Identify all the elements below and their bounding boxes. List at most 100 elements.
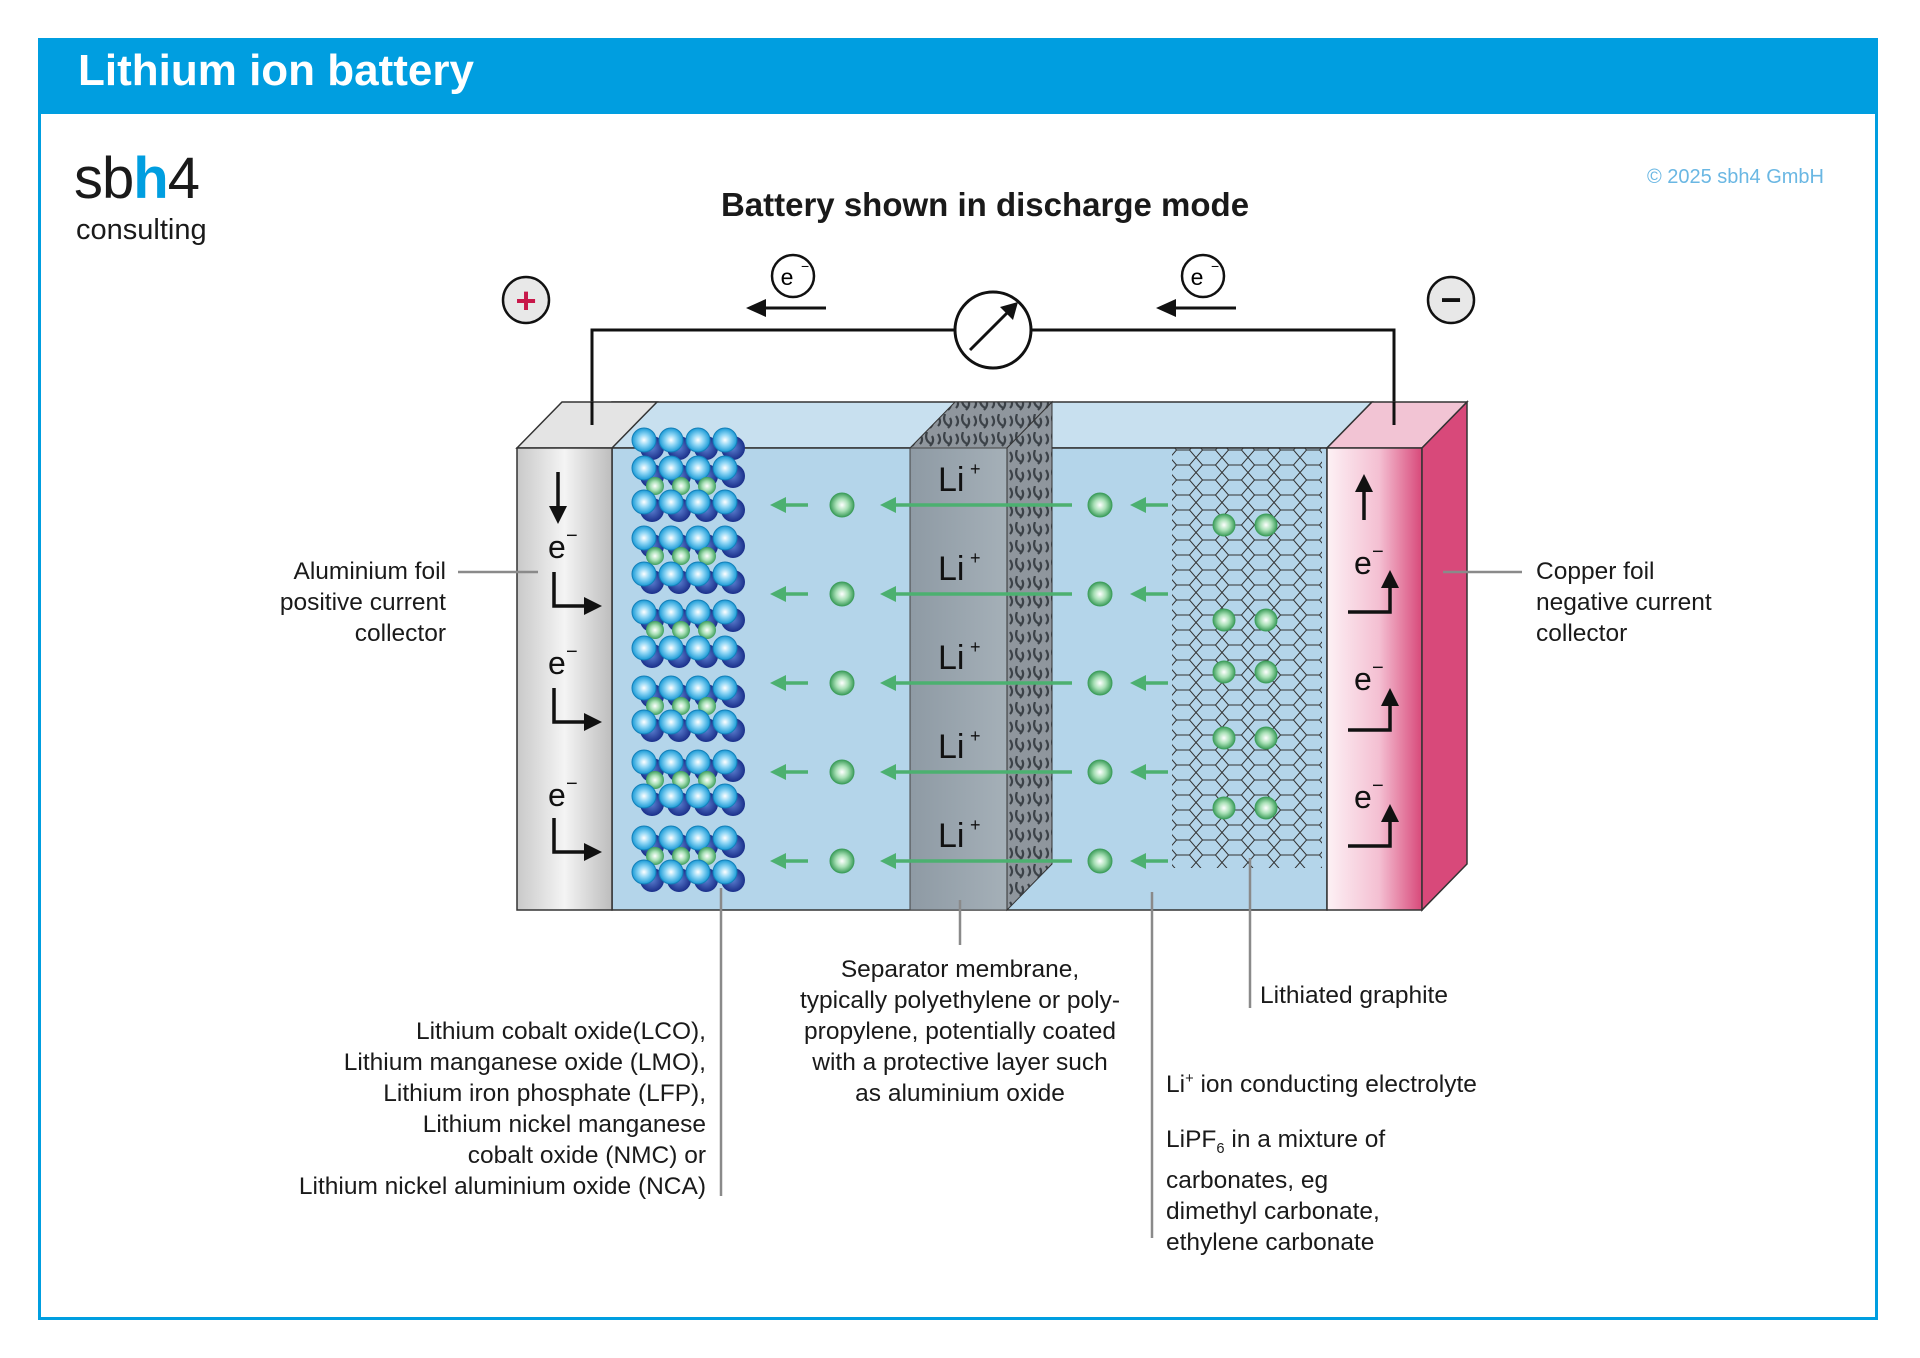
electron-label-sup: − [1372, 657, 1384, 679]
electron-label-sup: − [566, 773, 578, 795]
electron-l-arrow [1348, 818, 1392, 848]
li-ion-arrowhead [880, 586, 896, 602]
cathode-atom [685, 599, 711, 625]
cathode-atom [631, 455, 657, 481]
aluminium-foil [516, 447, 613, 911]
page-title: Lithium ion battery [78, 46, 474, 95]
li-ion-arrowhead [880, 764, 896, 780]
cathode-atom [712, 859, 738, 885]
cathode-atom [631, 489, 657, 515]
lithiated-graphite [1172, 448, 1322, 868]
cathode-atom [631, 599, 657, 625]
cathode-atom [658, 561, 684, 587]
li-ion-arrowhead [880, 853, 896, 869]
cathode-atom [685, 749, 711, 775]
li-ion [1087, 581, 1113, 607]
cathode-atom [712, 635, 738, 661]
label-separator: Separator membrane, typically polyethyle… [799, 956, 1121, 1107]
electron-label: e [1354, 545, 1372, 581]
electron-label: e [1354, 661, 1372, 697]
cathode-atom [712, 783, 738, 809]
cathode-material [631, 427, 745, 892]
intercalated-li-ion [646, 477, 664, 495]
li-ion-arrowhead [1130, 764, 1146, 780]
cathode-atom [685, 635, 711, 661]
li-ion [829, 759, 855, 785]
li-ion-arrowhead [770, 586, 786, 602]
li-ion-label-sup: + [970, 637, 981, 657]
cathode-atom [658, 783, 684, 809]
cathode-atom [658, 635, 684, 661]
graphite-li-ion [1212, 796, 1236, 820]
cathode-atom [712, 427, 738, 453]
intercalated-li-ion [672, 697, 690, 715]
cathode-atom [631, 783, 657, 809]
cathode-atom [712, 455, 738, 481]
meter-icon [953, 290, 1033, 370]
intercalated-li-ion [698, 621, 716, 639]
copper-foil-side [1421, 400, 1468, 912]
cathode-atom [631, 709, 657, 735]
graphite-li-ion [1212, 660, 1236, 684]
electron-label-sup: − [1372, 541, 1384, 563]
intercalated-li-ion [672, 477, 690, 495]
li-ion [1087, 670, 1113, 696]
copper-foil [1326, 447, 1423, 911]
cathode-atom [658, 825, 684, 851]
cathode-atom [712, 489, 738, 515]
li-ion-label: Li [938, 550, 964, 588]
electron-label: e [1354, 779, 1372, 815]
intercalated-li-ion [646, 771, 664, 789]
graphite-li-ion [1212, 726, 1236, 750]
cathode-atom [658, 427, 684, 453]
li-ion-label: Li [938, 728, 964, 766]
cathode-atom [631, 635, 657, 661]
label-cathode-materials: Lithium cobalt oxide(LCO), Lithium manga… [298, 1018, 706, 1200]
li-ion [829, 581, 855, 607]
electron-label: e [548, 777, 566, 813]
li-ion-label-sup: + [970, 548, 981, 568]
li-ion-arrowhead [1130, 675, 1146, 691]
cathode-atom [658, 489, 684, 515]
electron-l-arrow [552, 688, 588, 724]
cathode-atom [712, 561, 738, 587]
cathode-atom [685, 455, 711, 481]
electrolyte-title: Li+ ion conducting electrolyte [1166, 1071, 1477, 1099]
intercalated-li-ion [672, 847, 690, 865]
electron-label: e [548, 645, 566, 681]
cathode-atom [631, 859, 657, 885]
electron-label-sup: − [566, 525, 578, 547]
intercalated-li-ion [646, 697, 664, 715]
electron-arrow-right: e − [1156, 253, 1236, 317]
cathode-atom [712, 749, 738, 775]
cathode-atom [712, 709, 738, 735]
cathode-atom [685, 825, 711, 851]
separator-membrane [909, 447, 1008, 911]
electron-label: e [1191, 264, 1204, 290]
cathode-atom [685, 709, 711, 735]
li-ion-arrowhead [1130, 586, 1146, 602]
electron-l-arrow [552, 818, 588, 854]
graphite-li-ion [1212, 513, 1236, 537]
cathode-atom [685, 783, 711, 809]
electron-label-sup: − [1372, 775, 1384, 797]
li-ion-arrowhead [1130, 497, 1146, 513]
cathode-atom [658, 675, 684, 701]
electrolyte-formula: LiPF6 in a mixture of [1166, 1126, 1386, 1158]
cathode-atom [685, 561, 711, 587]
cathode-atom [658, 709, 684, 735]
intercalated-li-ion [672, 771, 690, 789]
intercalated-li-ion [646, 847, 664, 865]
li-ion-arrowhead [880, 497, 896, 513]
li-ion-arrowhead [1130, 853, 1146, 869]
brand-logo: sbh4 [74, 146, 200, 211]
cathode-atom [685, 675, 711, 701]
electron-l-arrow [1348, 584, 1392, 614]
li-ion-arrowhead [880, 675, 896, 691]
cathode-atom [685, 427, 711, 453]
li-ion [829, 492, 855, 518]
cathode-atom [685, 525, 711, 551]
cathode-atom [658, 749, 684, 775]
electron-label: e [781, 264, 794, 290]
